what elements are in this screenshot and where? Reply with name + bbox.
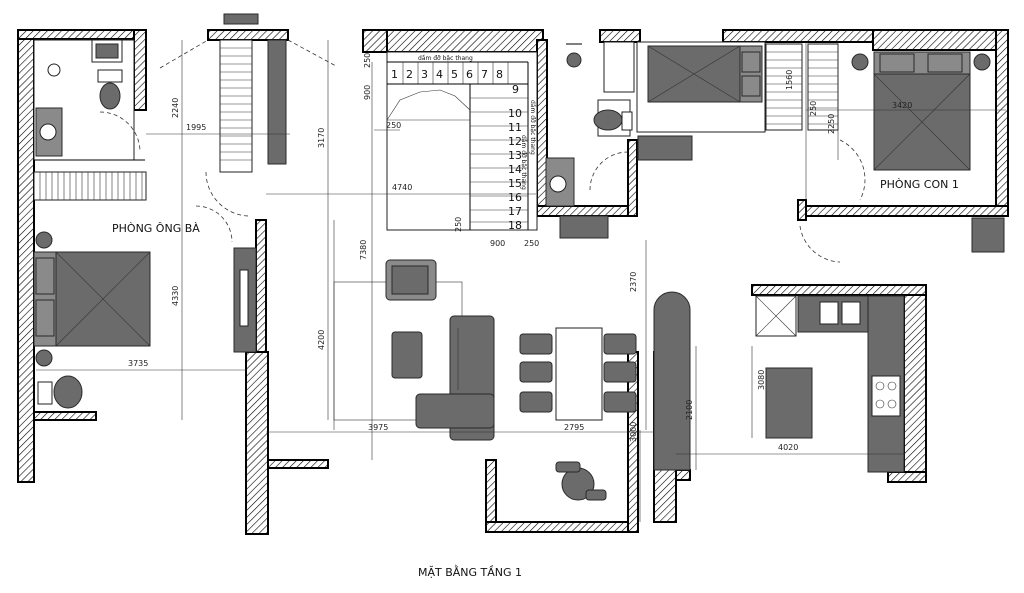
wardrobe-icon	[219, 13, 287, 173]
sink-icon	[35, 107, 63, 157]
bed-icon	[647, 45, 763, 103]
stair-step: 18	[508, 219, 522, 232]
armchair-icon	[385, 259, 437, 301]
dimension-label: 4330	[171, 286, 180, 306]
plan-title: MẶT BẰNG TẦNG 1	[418, 565, 522, 579]
stair-step: 4	[436, 68, 443, 81]
dimension-label: 1995	[186, 123, 206, 132]
dimension-label: 2240	[171, 98, 180, 118]
walls	[17, 29, 1009, 535]
stove-icon	[871, 375, 901, 417]
toilet-icon	[97, 69, 123, 110]
stair-step: 13	[508, 149, 522, 162]
child-room	[636, 41, 1005, 263]
stair-step: 2	[406, 68, 413, 81]
dimension-label: 4200	[317, 330, 326, 350]
dimension-values: 2240 1995 3170 4330 3735 4740 7380 4200 …	[128, 53, 912, 452]
sink-icon	[545, 157, 575, 207]
armchair-icon	[555, 461, 607, 501]
wardrobe-icon	[765, 43, 839, 131]
stair-step: 11	[508, 121, 522, 134]
dimension-label: 4020	[778, 443, 798, 452]
toilet-icon	[593, 109, 633, 131]
sofa-icon	[415, 315, 495, 441]
stair-step: 9	[512, 83, 519, 96]
dimension-label: 3080	[757, 370, 766, 390]
dining-table-icon	[519, 327, 637, 421]
dimension-label: 3735	[128, 359, 148, 368]
grandparents-wardrobe	[33, 171, 147, 201]
bed-icon	[851, 51, 991, 171]
dimension-label: 900	[490, 239, 505, 248]
tv-cabinet	[233, 247, 257, 353]
dimension-label: 2370	[629, 272, 638, 292]
dimension-label: 7380	[359, 240, 368, 260]
kitchen	[755, 295, 905, 473]
stair-step: 8	[496, 68, 503, 81]
stair-step: 15	[508, 177, 522, 190]
stair-step: 6	[466, 68, 473, 81]
stair-side-label: dầm đỡ bậc thang	[529, 100, 537, 155]
stair-step: 3	[421, 68, 428, 81]
grandparents-bathroom	[33, 39, 145, 161]
stair-beam-label: dầm đỡ bậc thang	[418, 54, 473, 62]
dimension-label: 3975	[368, 423, 388, 432]
dimension-label: 1560	[785, 70, 794, 90]
stair-step: 1	[391, 68, 398, 81]
dimension-label: 3420	[892, 101, 912, 110]
dimension-label: 3170	[317, 128, 326, 148]
door-swing-icon	[159, 39, 209, 69]
stair-step: 12	[508, 135, 522, 148]
dimension-label: 900	[363, 85, 372, 100]
stair-step: 7	[481, 68, 488, 81]
bed-icon	[33, 231, 151, 367]
room-label-child1: PHÒNG CON 1	[880, 178, 959, 191]
stair-step: 10	[508, 107, 522, 120]
stair-step: 14	[508, 163, 522, 176]
dimension-label: 4740	[392, 183, 412, 192]
stair-step: 17	[508, 205, 522, 218]
stair-step: 5	[451, 68, 458, 81]
stair-step: 16	[508, 191, 522, 204]
dimension-lines	[36, 40, 1006, 522]
dimension-label: 250	[363, 53, 372, 68]
dimension-label: 250	[809, 101, 818, 116]
sink-icon	[819, 301, 861, 325]
dimension-label: 250	[386, 121, 401, 130]
stair-side-label: dầm đỡ bậc thang	[520, 135, 528, 190]
dimension-label: 3000	[629, 422, 638, 442]
dimension-label: 250	[454, 217, 463, 232]
mid-bathroom	[545, 41, 635, 239]
toilet-icon	[37, 375, 83, 409]
dimension-label: 2250	[827, 114, 836, 134]
dimension-label: 250	[524, 239, 539, 248]
room-label-grandparents: PHÒNG ÔNG BÀ	[112, 222, 200, 235]
dimension-label: 2795	[564, 423, 584, 432]
dimension-label: 2100	[685, 400, 694, 420]
living-area	[333, 259, 495, 441]
staircase: dầm đỡ bậc thang 1 2 3 4 5 6 7 8 9 10 11…	[386, 51, 538, 232]
